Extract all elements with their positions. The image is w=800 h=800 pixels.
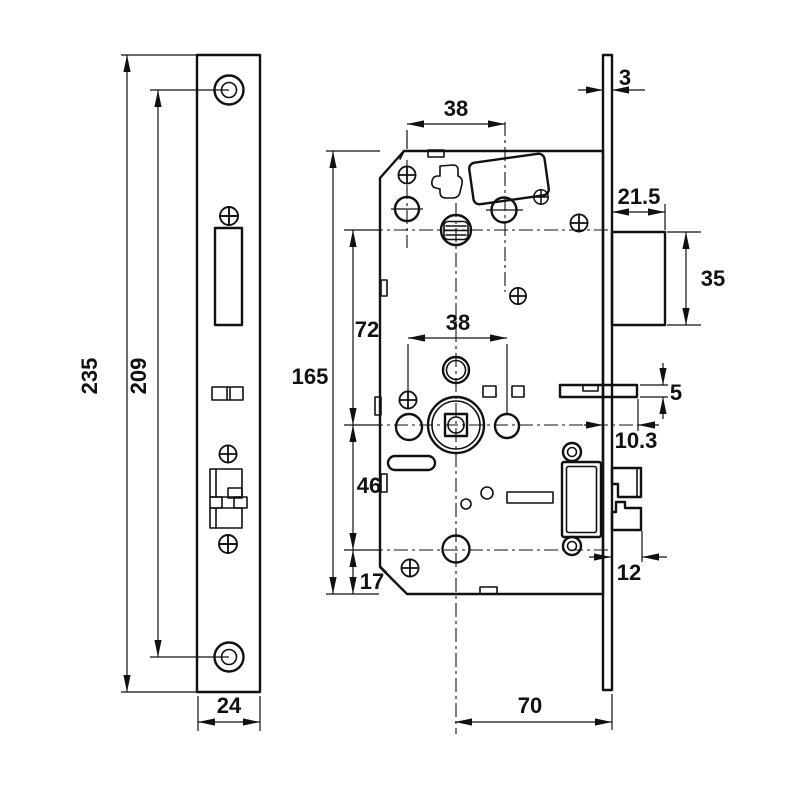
phillips-screw [218,444,238,464]
dim-latch-throw: 10.3 [584,399,659,453]
aux-bolt [558,383,639,399]
faceplate-outline [195,53,262,694]
faceplate-side-view [558,53,667,692]
left-edge-tab [380,279,388,297]
dim-deadbolt-to-bottom: 17 [349,550,384,594]
phillips-screw [398,390,418,410]
dim-label-case-height: 165 [292,364,329,389]
lock-case-view [374,149,605,596]
dim-label-aux-bolt-height: 5 [670,380,682,405]
dim-label-latch-throw: 10.3 [615,428,658,453]
deadbolt-window [209,468,248,529]
dim-spindle-to-deadbolt: 46 [344,425,381,551]
latch-bolt [610,230,667,327]
phillips-screw [397,165,417,185]
dim-label-faceplate-width: 24 [217,693,242,718]
dim-aux-bolt-height: 5 [640,363,682,419]
phillips-screw [569,213,589,233]
dim-backset: 70 [455,693,613,730]
small-hole [480,486,494,500]
left-edge-tab [380,473,388,493]
dim-faceplate-thickness: 3 [578,65,645,94]
phillips-screw [508,286,528,306]
deadbolt-step-lower [610,500,643,532]
small-square-hole [511,385,525,398]
dim-label-spindle-to-deadbolt: 46 [357,473,381,498]
adjustable-follower [439,213,473,247]
spring-ring [441,355,471,385]
aux-bolt-window [211,386,244,401]
dim-label-latch-bolt-depth: 21.5 [618,184,661,209]
phillips-screw [400,558,420,578]
lower-cylinder-hole [441,534,471,564]
dim-label-deadbolt-to-bottom: 17 [360,569,384,594]
deadbolt-step-upper [610,466,643,499]
dim-fixing-hole-spacing: 209 [126,89,229,658]
dim-faceplate-width: 24 [197,693,261,731]
dim-label-cylinder-to-spindle: 72 [355,317,379,342]
deadbolt-assembly [560,441,643,557]
dim-case-height: 165 [292,150,380,595]
dim-handle-hole-spacing: 38 [407,310,508,413]
dim-label-faceplate-thickness: 3 [619,65,631,90]
cam-plate [431,164,463,199]
phillips-screw [217,533,239,555]
dim-cylinder-to-spindle: 72 [344,229,380,426]
slot-opening [386,454,437,472]
phillips-screw [532,188,550,206]
dim-label-fixing-hole-spacing: 209 [126,358,151,395]
dim-deadbolt-throw: 12 [589,531,667,585]
dim-faceplate-height: 235 [77,54,196,693]
dim-label-handle-hole-spacing: 38 [446,310,470,335]
corner-notch-bottom [379,565,387,573]
faceplate-edge [601,53,614,692]
left-edge-tab [374,396,382,416]
small-square-hole [482,385,497,398]
bottom-edge-notch [479,586,498,595]
latch-window [213,226,244,327]
top-edge-notch [427,149,445,158]
handle-fixing-hole-left [394,412,424,442]
dim-label-latch-bolt-height: 35 [701,266,725,291]
dim-label-faceplate-height: 235 [77,358,102,395]
dim-latch-bolt-height: 35 [667,231,725,326]
slide-bar [506,491,554,504]
small-hole [460,498,472,510]
dim-top-hole-spacing: 38 [406,96,505,149]
dim-latch-bolt-depth: 21.5 [612,184,666,230]
spindle-hub [426,395,486,455]
dimensions: 235 209 24 165 [77,54,725,731]
dim-label-deadbolt-throw: 12 [617,560,641,585]
dim-label-top-hole-spacing: 38 [444,96,468,121]
lock-case-outline [378,149,605,596]
handle-fixing-hole-right [493,412,521,440]
dim-label-backset: 70 [518,693,542,718]
corner-notch-top [399,150,405,160]
spring-ring-inner [445,359,467,381]
phillips-screw [218,205,240,227]
faceplate-front-view [195,53,262,694]
